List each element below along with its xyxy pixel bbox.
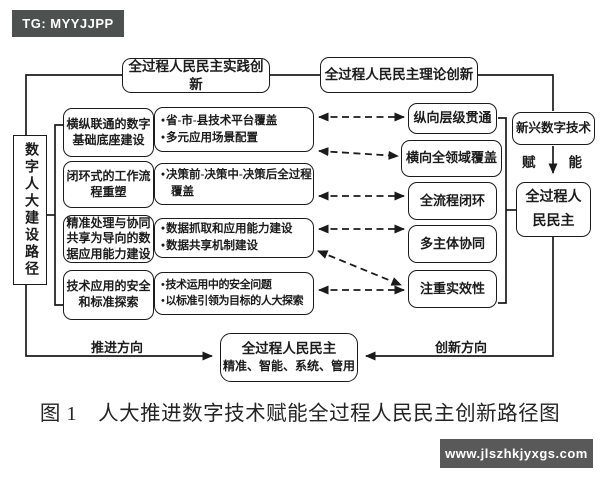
dashed-arrow-2 — [318, 147, 399, 160]
result-box-title: 全过程人民民主 — [241, 340, 337, 356]
detail-box-data-capability: 数据抓取和应用能力建设 数据共享机制建设 — [154, 218, 314, 258]
pathway-box-security-standards: 技术应用的安全和标准探索 — [63, 270, 154, 320]
pathway-box-workflow: 闭环式的工作流程重塑 — [63, 161, 154, 208]
bullet-item: 决策前-决策中-决策后全过程覆盖 — [161, 167, 312, 200]
site-watermark-badge: www.jlszhkjyxgs.com — [440, 439, 593, 468]
feature-box-effectiveness: 注重实效性 — [408, 270, 497, 308]
empower-label: 赋 能 — [522, 151, 582, 171]
theory-innovation-box: 全过程人民民主理论创新 — [320, 57, 478, 93]
bullet-item: 以标准引领为目标的人大探索 — [161, 294, 303, 310]
democracy-box: 全过程人民民主 — [516, 182, 591, 237]
digital-npc-path-spine-box: 数字人大建设路径 — [13, 135, 47, 285]
pathway-box-data-capability: 精准处理与协同共享为导向的数据应用能力建设 — [63, 215, 154, 263]
practice-innovation-box: 全过程人民民主实践创新 — [122, 58, 270, 93]
detail-box-workflow: 决策前-决策中-决策后全过程覆盖 — [154, 163, 314, 205]
dashed-arrow-5 — [317, 250, 402, 286]
innovate-direction-label: 创新方向 — [434, 340, 487, 355]
feature-box-vertical-link: 纵向层级贯通 — [408, 103, 497, 134]
detail-box-security-standards: 技术运用中的安全问题 以标准引领为目标的人大探索 — [154, 272, 314, 315]
bullet-item: 数据抓取和应用能力建设 — [161, 221, 293, 238]
connector-right-innovate-arrow — [365, 237, 554, 361]
feature-box-multi-actor: 多主体协同 — [408, 225, 497, 263]
bullet-item: 省-市-县技术平台覆盖 — [161, 113, 277, 130]
result-box-subtitle: 精准、智能、系统、管用 — [222, 359, 355, 374]
bullet-item: 多元应用场景配置 — [161, 130, 258, 147]
promote-direction-label: 推进方向 — [90, 340, 143, 355]
bullet-item: 技术运用中的安全问题 — [161, 278, 271, 294]
tg-watermark-badge: TG: MYYJJPP — [12, 10, 124, 37]
result-box: 全过程人民民主 精准、智能、系统、管用 — [220, 333, 358, 382]
feature-box-closed-loop: 全流程闭环 — [408, 182, 497, 220]
feature-box-horizontal-coverage: 横向全领域覆盖 — [401, 140, 502, 177]
bullet-item: 数据共享机制建设 — [161, 238, 258, 255]
pathway-box-infrastructure: 横纵联通的数字基础底座建设 — [63, 108, 154, 157]
empower-label-left: 赋 — [522, 155, 536, 170]
emerging-tech-box: 新兴数字技术 — [512, 112, 595, 145]
connector-theory-to-tech — [478, 74, 554, 111]
left-bracket — [54, 124, 63, 306]
detail-box-infrastructure: 省-市-县技术平台覆盖 多元应用场景配置 — [154, 107, 314, 152]
empower-label-right: 能 — [568, 155, 583, 170]
figure-caption: 图 1 人大推进数字技术赋能全过程人民民主创新路径图 — [39, 403, 561, 425]
